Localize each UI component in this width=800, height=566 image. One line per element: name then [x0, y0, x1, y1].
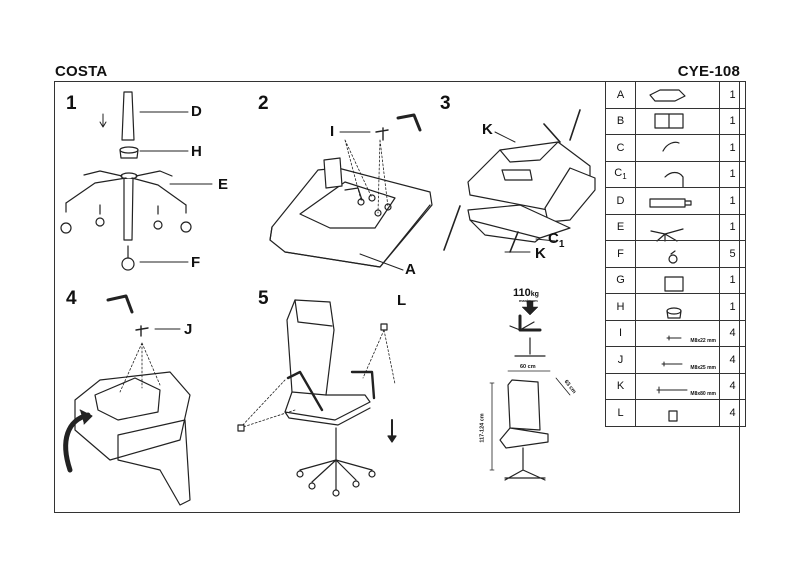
max-load-note: maximum: [519, 298, 538, 303]
part-letter-text: L: [617, 406, 624, 419]
part-quantity: 1: [719, 160, 746, 188]
part-letter-text: C: [614, 167, 623, 180]
part-letter: E: [605, 213, 636, 241]
screw-icon: M8x25 mm: [635, 346, 720, 374]
callout-h: H: [191, 143, 202, 160]
part-quantity: 1: [719, 213, 746, 241]
armrest-icon: [635, 134, 720, 162]
width-dimension: 60 cm: [520, 364, 536, 370]
step5-drawing: [237, 299, 397, 497]
screw-icon: M8x22 mm: [635, 319, 720, 347]
part-letter-text: J: [617, 353, 624, 366]
part-letter-text: A: [616, 88, 625, 101]
part-letter-text: D: [616, 194, 625, 207]
part-letter: D: [605, 187, 636, 215]
callout-k-top: K: [482, 121, 493, 138]
part-letter: K: [605, 372, 636, 400]
part-letter: L: [605, 399, 636, 427]
caster-icon: [635, 240, 720, 268]
part-letter-text: F: [617, 247, 624, 260]
part-size-caption: M8x80 mm: [690, 391, 716, 397]
step1-drawing: [60, 91, 213, 271]
step-number-2: 2: [258, 93, 269, 114]
part-quantity: 4: [719, 346, 746, 374]
step-number-4: 4: [66, 288, 77, 309]
part-letter: F: [605, 240, 636, 268]
step2-drawing: [269, 113, 433, 271]
callout-e: E: [218, 176, 229, 193]
part-size-caption: M8x22 mm: [690, 338, 716, 344]
base-star-icon: [635, 213, 720, 241]
part-quantity: 4: [719, 372, 746, 400]
seat-icon: [635, 81, 720, 109]
part-letter-text: B: [616, 115, 625, 128]
dimension-chair-drawing: [489, 370, 571, 481]
cap-icon: [635, 399, 720, 427]
part-quantity: 1: [719, 187, 746, 215]
part-letter-subscript: 1: [622, 172, 627, 182]
step4-drawing: [63, 294, 191, 506]
bushing-icon: [635, 293, 720, 321]
part-quantity: 1: [719, 81, 746, 109]
step-number-1: 1: [66, 93, 77, 114]
part-quantity: 5: [719, 240, 746, 268]
gas-lift-icon: [635, 187, 720, 215]
backrest-icon: [635, 107, 720, 135]
step3-drawing: [443, 109, 596, 253]
step-number-3: 3: [440, 93, 451, 114]
part-letter-text: G: [616, 274, 625, 287]
screw-icon: M8x80 mm: [635, 372, 720, 400]
part-letter-text: E: [616, 221, 625, 234]
part-letter-text: H: [616, 300, 625, 313]
height-dimension: 117-124 cm: [479, 413, 486, 443]
part-quantity: 1: [719, 293, 746, 321]
part-quantity: 1: [719, 266, 746, 294]
part-quantity: 4: [719, 319, 746, 347]
callout-l: L: [397, 292, 407, 309]
load-chair-icon: [509, 300, 546, 357]
max-load-label: 110kg: [513, 287, 539, 299]
part-letter-text: K: [616, 380, 625, 393]
callout-k-bottom: K: [535, 245, 546, 262]
armrest-icon: [635, 160, 720, 188]
callout-d: D: [191, 103, 202, 120]
part-letter: C: [605, 134, 636, 162]
part-letter: G: [605, 266, 636, 294]
product-name: COSTA: [55, 63, 108, 80]
part-letter: A: [605, 81, 636, 109]
mechanism-icon: [635, 266, 720, 294]
callout-i: I: [330, 123, 335, 140]
callout-j: J: [184, 321, 193, 338]
product-code: CYE-108: [677, 63, 740, 80]
part-quantity: 1: [719, 134, 746, 162]
part-letter: J: [605, 346, 636, 374]
callout-f: F: [191, 254, 201, 271]
callout-a: A: [405, 261, 416, 278]
part-quantity: 1: [719, 107, 746, 135]
part-letter: I: [605, 319, 636, 347]
part-letter-text: I: [618, 327, 623, 340]
part-letter: C1: [605, 160, 636, 188]
part-size-caption: M8x25 mm: [690, 364, 716, 371]
part-letter: B: [605, 107, 636, 135]
part-letter: H: [605, 293, 636, 321]
step-number-5: 5: [258, 288, 269, 309]
callout-c1: C1: [548, 230, 565, 250]
part-letter-text: C: [616, 141, 625, 154]
part-quantity: 4: [719, 399, 746, 427]
